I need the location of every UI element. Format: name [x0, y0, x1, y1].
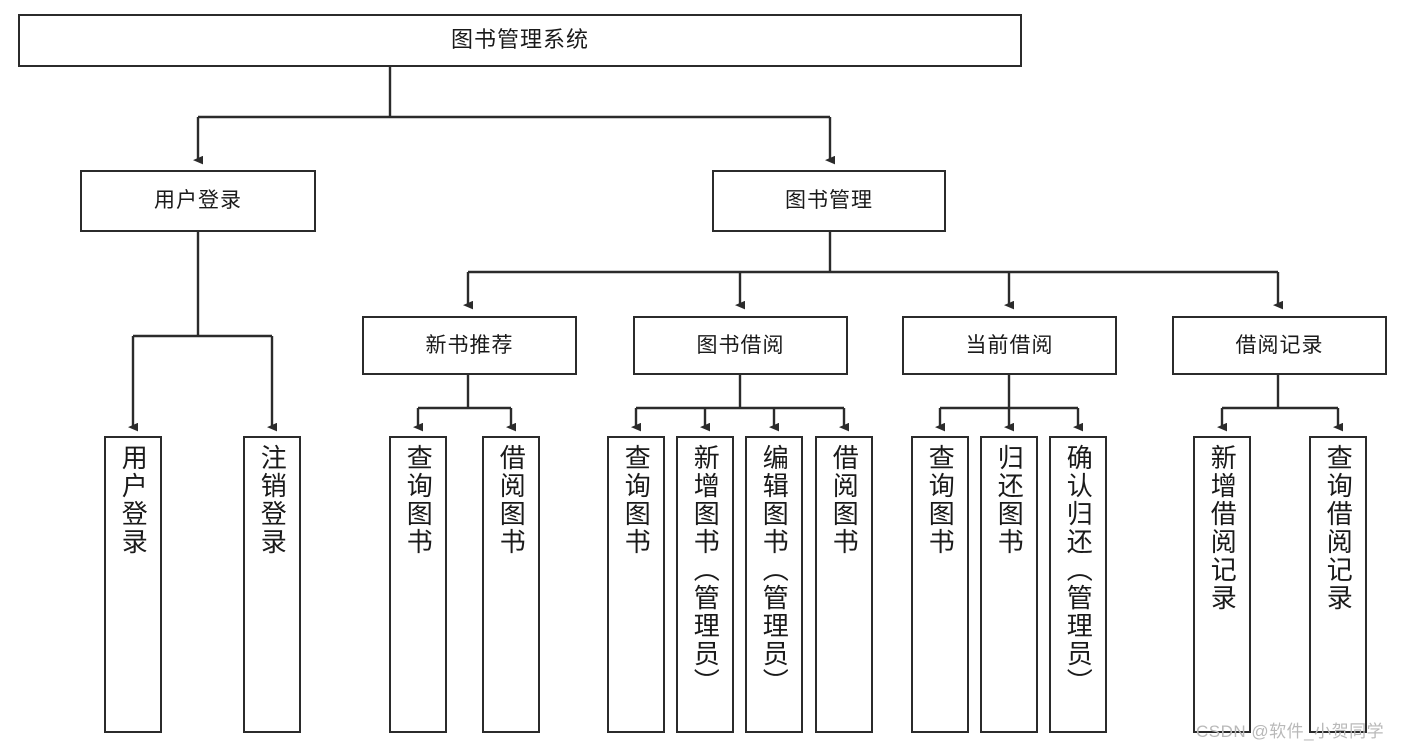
node-label: 当前借阅 — [965, 333, 1054, 357]
leaf-edit-book-admin[interactable]: 编辑图书（管理员） — [745, 436, 803, 733]
leaf-logout[interactable]: 注销登录 — [243, 436, 301, 733]
node-label: 图书管理 — [785, 189, 873, 213]
node-label: 编辑图书（管理员） — [759, 444, 790, 696]
node-label: 归还图书 — [994, 444, 1025, 556]
node-label: 用户登录 — [154, 189, 242, 213]
node-label: 查询图书 — [925, 444, 956, 556]
node-label: 图书借阅 — [696, 333, 785, 357]
node-label: 新增图书（管理员） — [690, 444, 721, 696]
leaf-query-book-current[interactable]: 查询图书 — [911, 436, 969, 733]
node-label: 借阅记录 — [1235, 333, 1324, 357]
leaf-query-book-borrow[interactable]: 查询图书 — [607, 436, 665, 733]
node-user-login[interactable]: 用户登录 — [80, 170, 316, 232]
leaf-borrow-book[interactable]: 借阅图书 — [815, 436, 873, 733]
leaf-add-borrow-record[interactable]: 新增借阅记录 — [1193, 436, 1251, 733]
node-label: 图书管理系统 — [450, 27, 589, 53]
node-book-borrow[interactable]: 图书借阅 — [633, 316, 848, 375]
leaf-borrow-book-recommend[interactable]: 借阅图书 — [482, 436, 540, 733]
node-label: 查询借阅记录 — [1323, 444, 1354, 612]
node-label: 查询图书 — [403, 444, 434, 556]
leaf-query-book-recommend[interactable]: 查询图书 — [389, 436, 447, 733]
node-label: 用户登录 — [118, 444, 149, 556]
node-label: 借阅图书 — [829, 444, 860, 556]
node-new-book-recommend[interactable]: 新书推荐 — [362, 316, 577, 375]
leaf-user-login[interactable]: 用户登录 — [104, 436, 162, 733]
leaf-return-book[interactable]: 归还图书 — [980, 436, 1038, 733]
leaf-confirm-return-admin[interactable]: 确认归还（管理员） — [1049, 436, 1107, 733]
node-label: 注销登录 — [257, 444, 288, 556]
node-label: 新书推荐 — [425, 333, 514, 357]
node-label: 借阅图书 — [496, 444, 527, 556]
node-book-management[interactable]: 图书管理 — [712, 170, 946, 232]
leaf-add-book-admin[interactable]: 新增图书（管理员） — [676, 436, 734, 733]
leaf-query-borrow-record[interactable]: 查询借阅记录 — [1309, 436, 1367, 733]
node-borrow-record[interactable]: 借阅记录 — [1172, 316, 1387, 375]
node-label: 确认归还（管理员） — [1063, 444, 1094, 696]
node-label: 查询图书 — [621, 444, 652, 556]
csdn-watermark: CSDN @软件_小贺同学 — [1196, 722, 1385, 741]
node-root-library-system[interactable]: 图书管理系统 — [18, 14, 1022, 67]
node-label: 新增借阅记录 — [1207, 444, 1238, 612]
node-current-borrow[interactable]: 当前借阅 — [902, 316, 1117, 375]
